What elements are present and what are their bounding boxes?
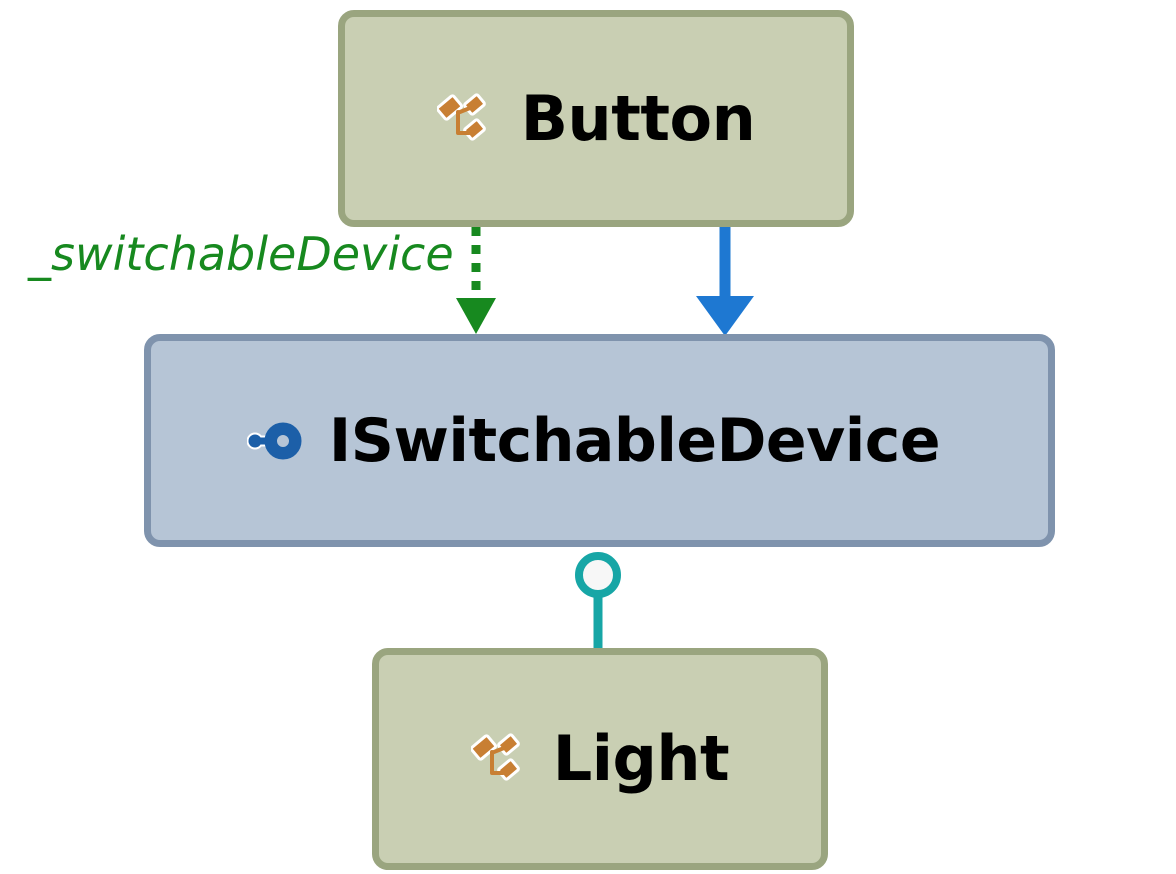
association-arrowhead <box>456 298 496 334</box>
class-node-label: Button <box>520 81 756 155</box>
class-icon <box>470 733 520 781</box>
class-icon <box>436 92 486 141</box>
association-connector-green[interactable] <box>456 227 496 334</box>
class-node-label: Light <box>552 722 730 795</box>
realization-socket-circle <box>575 552 621 598</box>
association-label: _switchableDevice <box>28 227 454 281</box>
class-node-light[interactable]: Light <box>372 648 828 870</box>
interface-node-label: ISwitchableDevice <box>328 405 941 476</box>
node-content: Button <box>436 81 756 155</box>
dependency-arrowhead <box>696 296 754 336</box>
interface-icon <box>246 422 302 459</box>
realization-connector-teal[interactable] <box>575 552 621 652</box>
node-content: Light <box>470 722 730 795</box>
class-node-button[interactable]: Button <box>338 10 854 227</box>
interface-node-iswitchabledevice[interactable]: ISwitchableDevice <box>144 334 1055 547</box>
node-content: ISwitchableDevice <box>246 405 941 476</box>
dependency-connector-blue[interactable] <box>696 227 754 336</box>
